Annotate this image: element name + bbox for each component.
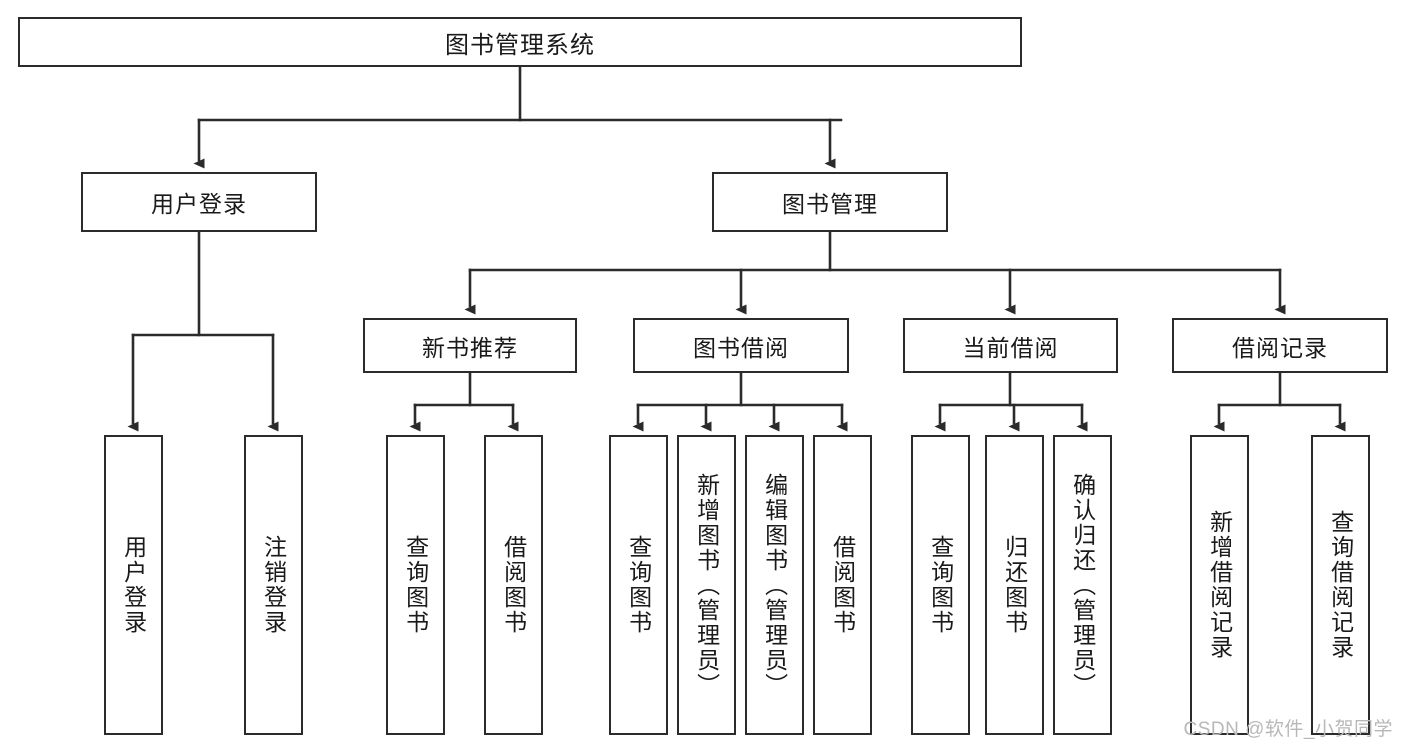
node-leaf-borrow-book[interactable]: 借阅图书 [813,435,872,735]
node-leaf-label: 确认归还（管理员） [1069,472,1096,698]
node-leaf-return-book[interactable]: 归还图书 [985,435,1044,735]
node-leaf-borrow-book-recommend[interactable]: 借阅图书 [484,435,543,735]
node-level2-user-login-label: 用户登录 [151,191,247,217]
node-leaf-label: 归还图书 [1001,535,1028,635]
node-leaf-label: 借阅图书 [500,535,527,635]
node-leaf-add-book-admin[interactable]: 新增图书（管理员） [677,435,736,735]
node-leaf-label: 编辑图书（管理员） [761,472,788,698]
node-leaf-label: 查询借阅记录 [1327,510,1354,660]
node-level3-book-borrow-label: 图书借阅 [693,334,789,361]
node-leaf-label: 注销登录 [260,535,287,635]
node-leaf-logout[interactable]: 注销登录 [244,435,303,735]
node-leaf-confirm-return-admin[interactable]: 确认归还（管理员） [1053,435,1112,735]
node-level3-current-borrow-label: 当前借阅 [962,334,1059,361]
csdn-watermark: CSDN @软件_小贺同学 [1183,719,1393,740]
node-level3-new-book-recommend-label: 新书推荐 [422,334,518,361]
node-leaf-label: 查询图书 [402,535,429,635]
node-leaf-label: 用户登录 [120,535,147,635]
node-leaf-label: 查询图书 [927,535,954,635]
node-leaf-user-login[interactable]: 用户登录 [104,435,163,735]
node-leaf-edit-book-admin[interactable]: 编辑图书（管理员） [745,435,804,735]
node-leaf-label: 查询图书 [625,535,652,635]
node-level3-current-borrow[interactable]: 当前借阅 [903,318,1118,373]
node-level3-book-borrow[interactable]: 图书借阅 [633,318,849,373]
node-leaf-query-borrow-record[interactable]: 查询借阅记录 [1311,435,1370,735]
node-level3-borrow-records[interactable]: 借阅记录 [1172,318,1388,373]
node-level3-borrow-records-label: 借阅记录 [1232,334,1328,361]
node-level2-book-management-label: 图书管理 [782,191,878,217]
node-leaf-label: 新增借阅记录 [1206,510,1233,660]
node-level3-new-book-recommend[interactable]: 新书推荐 [363,318,577,373]
node-leaf-query-book-recommend[interactable]: 查询图书 [386,435,445,735]
node-leaf-query-book-current[interactable]: 查询图书 [911,435,970,735]
node-level2-book-management[interactable]: 图书管理 [712,172,948,232]
node-root-label: 图书管理系统 [445,31,595,59]
node-leaf-query-book[interactable]: 查询图书 [609,435,668,735]
node-root[interactable]: 图书管理系统 [18,17,1022,67]
node-leaf-label: 借阅图书 [829,535,856,635]
node-leaf-add-borrow-record[interactable]: 新增借阅记录 [1190,435,1249,735]
node-leaf-label: 新增图书（管理员） [693,472,720,698]
node-level2-user-login[interactable]: 用户登录 [81,172,317,232]
